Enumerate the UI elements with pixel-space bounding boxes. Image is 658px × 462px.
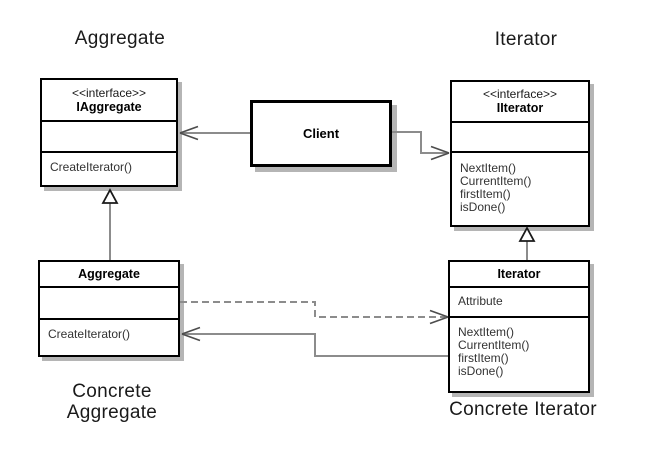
- concrete-iterator-method: firstItem(): [458, 351, 509, 365]
- concrete-iterator-method: isDone(): [458, 364, 504, 378]
- client-to-iiterator-line: [392, 131, 447, 154]
- concrete-aggregate-label-line2: Aggregate: [66, 402, 158, 423]
- concrete-aggregate-header-compartment: Aggregate: [38, 260, 180, 288]
- concrete-aggregate-label-line1: Concrete: [72, 381, 152, 402]
- class-box-iaggregate: <<interface>> IAggregate CreateIterator(…: [40, 78, 178, 187]
- class-box-client: Client: [250, 100, 392, 167]
- iaggregate-attributes-compartment: [40, 120, 178, 153]
- concrete-iterator-class-name: Iterator: [497, 266, 541, 281]
- concrete-iterator-header-compartment: Iterator: [448, 260, 590, 288]
- concrete-iterator-method: CurrentItem(): [458, 338, 530, 352]
- concrete-aggregate-label: Concrete Aggregate: [37, 381, 187, 423]
- aggregate-to-iterator-dashed-line: [180, 301, 445, 318]
- iaggregate-header-compartment: <<interface>> IAggregate: [40, 78, 178, 122]
- iiterator-class-name: IIterator: [496, 101, 544, 115]
- aggregate-to-iterator-arrowhead: [429, 309, 449, 325]
- concrete-iterator-method: NextItem(): [458, 325, 515, 339]
- iiterator-method: NextItem(): [460, 161, 517, 175]
- concrete-iterator-attribute: Attribute: [458, 294, 503, 308]
- concrete-aggregate-methods-compartment: CreateIterator(): [38, 318, 180, 357]
- aggregate-generalization-triangle: [101, 188, 119, 204]
- class-box-concrete-aggregate: Aggregate CreateIterator(): [38, 260, 180, 357]
- iiterator-method: CurrentItem(): [460, 174, 532, 188]
- concrete-aggregate-method: CreateIterator(): [48, 327, 131, 341]
- class-box-iiterator: <<interface>> IIterator NextItem() Curre…: [450, 80, 590, 227]
- iterator-role-label: Iterator: [494, 29, 558, 50]
- concrete-iterator-methods-compartment: NextItem() CurrentItem() firstItem() isD…: [448, 316, 590, 393]
- iaggregate-class-name: IAggregate: [76, 99, 142, 114]
- iaggregate-stereotype: <<interface>>: [71, 85, 147, 100]
- client-to-iiterator-arrowhead: [430, 145, 450, 161]
- iiterator-stereotype: <<interface>>: [482, 87, 558, 101]
- iterator-to-aggregate-line: [184, 333, 448, 357]
- iiterator-methods-compartment: NextItem() CurrentItem() firstItem() isD…: [450, 151, 590, 227]
- iiterator-method: isDone(): [460, 200, 506, 214]
- iiterator-attributes-compartment: [450, 121, 590, 153]
- iterator-to-aggregate-arrowhead: [181, 326, 201, 342]
- concrete-aggregate-class-name: Aggregate: [78, 266, 140, 281]
- concrete-aggregate-attributes-compartment: [38, 286, 180, 320]
- concrete-iterator-attributes-compartment: Attribute: [448, 286, 590, 318]
- concrete-iterator-label: Concrete Iterator: [449, 399, 597, 420]
- aggregate-role-label: Aggregate: [74, 28, 166, 49]
- client-to-iaggregate-arrowhead: [179, 125, 199, 141]
- iaggregate-methods-compartment: CreateIterator(): [40, 151, 178, 187]
- client-class-name: Client: [302, 126, 340, 141]
- iiterator-method: firstItem(): [460, 187, 511, 201]
- iaggregate-method: CreateIterator(): [50, 160, 133, 174]
- iiterator-header-compartment: <<interface>> IIterator: [450, 80, 590, 123]
- iterator-generalization-triangle: [518, 226, 536, 242]
- class-box-concrete-iterator: Iterator Attribute NextItem() CurrentIte…: [448, 260, 590, 393]
